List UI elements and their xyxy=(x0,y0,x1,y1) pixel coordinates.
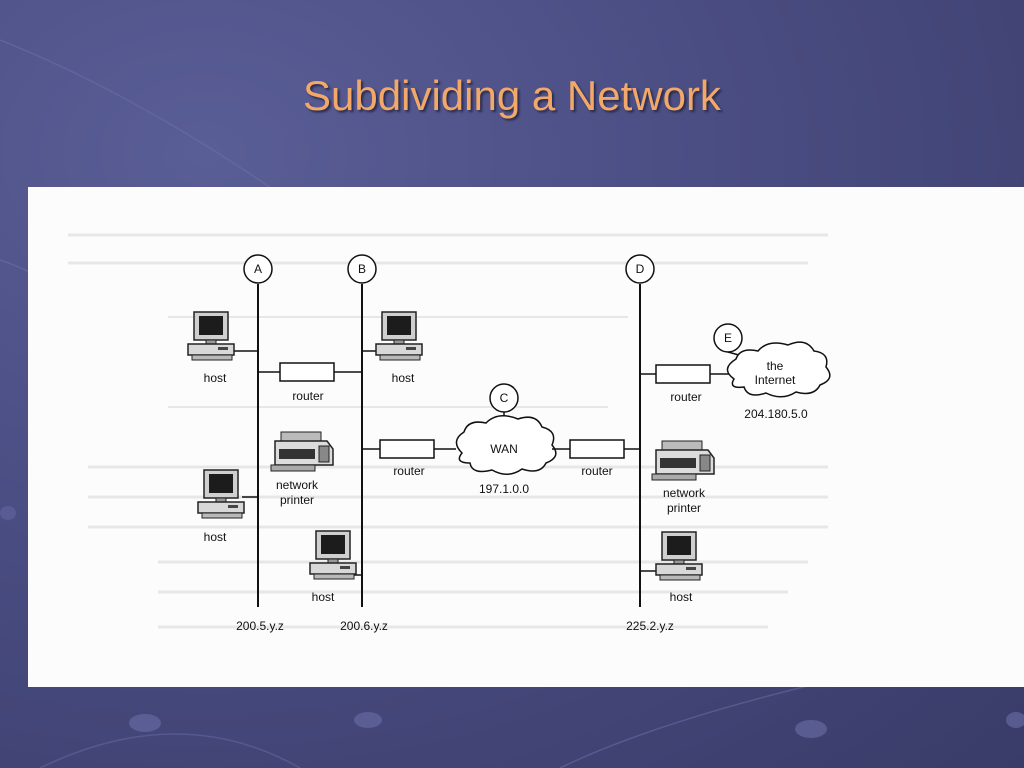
host-label: host xyxy=(204,371,227,385)
wan-cloud: C WAN 197.1.0.0 xyxy=(455,383,557,496)
router-b-wan: router xyxy=(362,439,456,478)
internet-cloud-name-line2: Internet xyxy=(755,373,796,387)
slide-title: Subdividing a Network xyxy=(303,72,721,119)
internet-cloud-shape xyxy=(726,341,831,398)
router-box xyxy=(655,364,711,384)
node-c-label: C xyxy=(500,391,509,405)
router-box xyxy=(569,439,625,459)
router-box xyxy=(279,362,335,382)
faded-background-print xyxy=(68,233,828,629)
node-b-label: B xyxy=(358,262,366,276)
internet-cloud-address: 204.180.5.0 xyxy=(744,407,808,421)
router-label: router xyxy=(581,464,612,478)
network-a-address: 200.5.y.z xyxy=(236,619,284,633)
printer-label-line1: network xyxy=(276,478,319,492)
router-label: router xyxy=(292,389,323,403)
host-label: host xyxy=(670,590,693,604)
wan-cloud-address: 197.1.0.0 xyxy=(479,482,529,496)
node-e-circle xyxy=(713,323,743,353)
printer-label-line2: printer xyxy=(667,501,701,515)
router-d-internet: router xyxy=(640,364,730,404)
printer-label-line2: printer xyxy=(280,493,314,507)
host-computer-icon xyxy=(309,530,357,580)
node-d-circle xyxy=(625,254,655,284)
node-a-label: A xyxy=(254,262,262,276)
host-computer-icon xyxy=(375,311,423,361)
internet-cloud: E the Internet 204.180.5.0 xyxy=(713,323,831,421)
host-label: host xyxy=(392,371,415,385)
node-d-label: D xyxy=(636,262,645,276)
host-computer-icon xyxy=(187,311,235,361)
diagram-panel: A 200.5.y.z host host B 200.6.y.z host h… xyxy=(28,187,1024,687)
node-a-circle xyxy=(243,254,273,284)
network-d: D 225.2.y.z network printer host xyxy=(625,254,715,633)
network-printer-icon xyxy=(270,431,334,472)
host-computer-icon xyxy=(197,469,245,519)
network-printer-icon xyxy=(651,440,715,481)
network-a: A 200.5.y.z host host xyxy=(187,254,284,633)
network-b-address: 200.6.y.z xyxy=(340,619,388,633)
router-a-b: router xyxy=(258,362,362,403)
network-diagram: A 200.5.y.z host host B 200.6.y.z host h… xyxy=(68,233,831,633)
host-computer-icon xyxy=(655,531,703,581)
node-b-circle xyxy=(347,254,377,284)
router-box xyxy=(379,439,435,459)
internet-cloud-name-line1: the xyxy=(767,359,784,373)
host-label: host xyxy=(204,530,227,544)
router-label: router xyxy=(393,464,424,478)
host-label: host xyxy=(312,590,335,604)
printer-label-line1: network xyxy=(663,486,706,500)
network-d-address: 225.2.y.z xyxy=(626,619,674,633)
node-e-label: E xyxy=(724,331,732,345)
network-b: B 200.6.y.z host host network printer xyxy=(270,254,423,633)
router-wan-d: router xyxy=(552,439,640,478)
node-c-circle xyxy=(489,383,519,413)
router-label: router xyxy=(670,390,701,404)
wan-cloud-name: WAN xyxy=(490,442,518,456)
wan-cloud-shape xyxy=(455,415,557,475)
